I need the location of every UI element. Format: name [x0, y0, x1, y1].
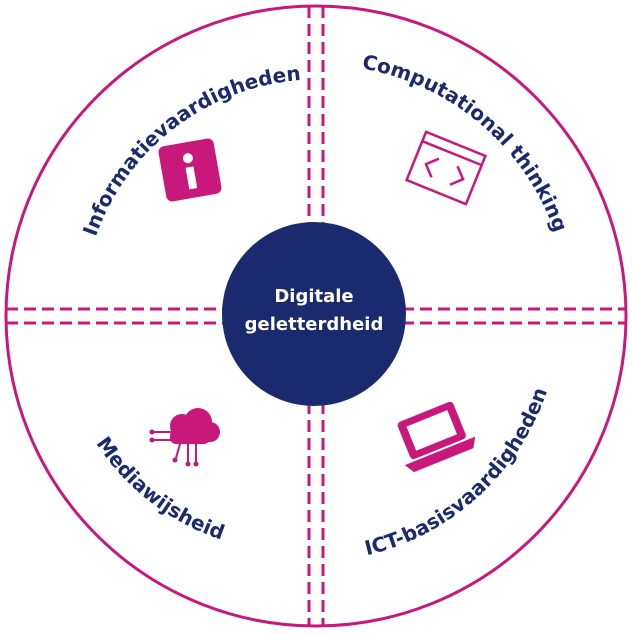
- cloud-network-icon: [149, 408, 220, 467]
- quadrant-label-mediawijsheid: Mediawijsheid: [92, 432, 228, 544]
- center-title-line1: Digitale: [274, 286, 353, 307]
- center-circle: [222, 222, 406, 406]
- quadrant-label-computational-thinking: Computational thinking: [360, 50, 572, 235]
- quadrant-label-ict-basisvaardigheden: ICT-basisvaardigheden: [362, 384, 552, 560]
- center-title-line2: geletterdheid: [245, 314, 384, 335]
- info-icon: [158, 138, 222, 202]
- outer-ring: [4, 4, 628, 628]
- code-window-icon: [404, 130, 488, 206]
- laptop-icon: [397, 401, 476, 473]
